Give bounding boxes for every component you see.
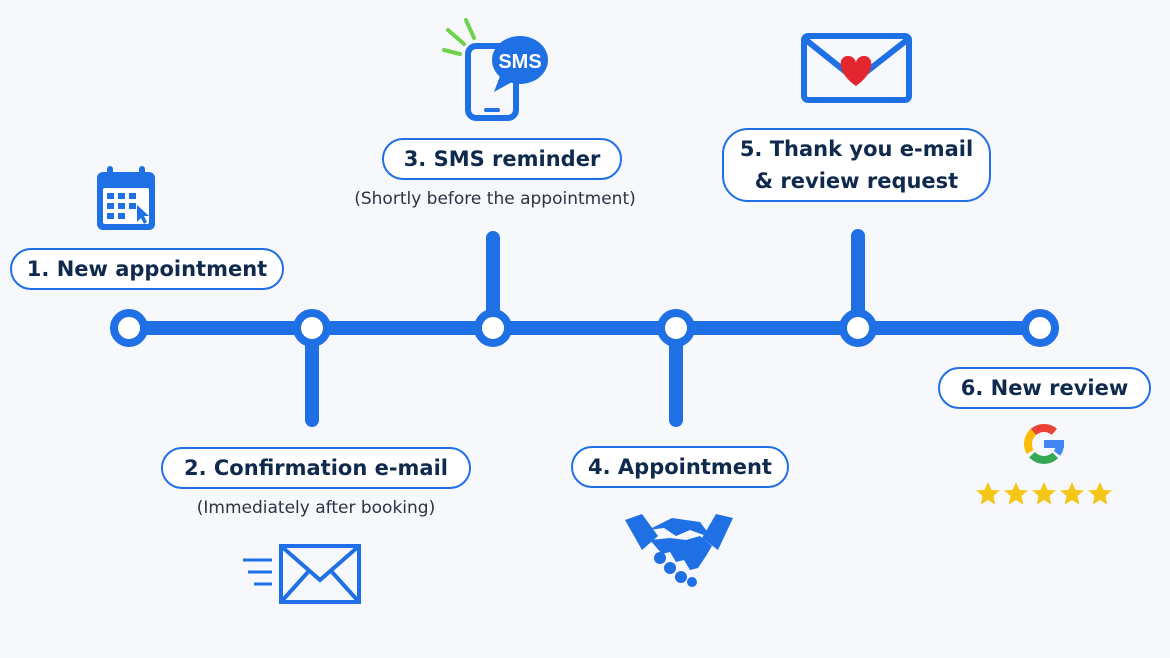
heart-envelope-icon xyxy=(801,33,912,103)
node-step-4 xyxy=(657,309,695,347)
step-5-text-line1: 5. Thank you e-mail xyxy=(739,137,974,161)
star-icon xyxy=(1060,482,1084,505)
step-2-text: 2. Confirmation e-mail xyxy=(184,456,448,480)
five-star-rating-icon xyxy=(976,482,1112,505)
star-icon xyxy=(976,482,1000,505)
node-step-5 xyxy=(839,309,877,347)
node-step-6 xyxy=(1021,309,1059,347)
sms-phone-icon: SMS xyxy=(442,18,548,121)
step-3-note: (Shortly before the appointment) xyxy=(354,189,636,209)
sms-icon-text: SMS xyxy=(498,51,541,73)
star-icon xyxy=(1088,482,1112,505)
step-3-label: 3. SMS reminder xyxy=(382,138,622,180)
step-2-note: (Immediately after booking) xyxy=(196,498,436,518)
step-3-text: 3. SMS reminder xyxy=(403,147,601,171)
node-step-2 xyxy=(293,309,331,347)
node-step-1 xyxy=(110,309,148,347)
step-2-label: 2. Confirmation e-mail xyxy=(161,447,471,489)
handshake-icon xyxy=(625,514,733,587)
star-icon xyxy=(1004,482,1028,505)
step-1-label: 1. New appointment xyxy=(10,248,284,290)
star-icon xyxy=(1032,482,1056,505)
calendar-icon xyxy=(97,166,155,230)
step-5-label: 5. Thank you e-mail & review request xyxy=(722,128,991,202)
node-step-3 xyxy=(474,309,512,347)
step-4-label: 4. Appointment xyxy=(571,446,789,488)
step-4-text: 4. Appointment xyxy=(588,455,772,479)
step-6-label: 6. New review xyxy=(938,367,1151,409)
step-5-text-line2: & review request xyxy=(754,169,959,193)
step-1-text: 1. New appointment xyxy=(26,257,268,281)
email-send-icon xyxy=(243,544,361,604)
google-logo-icon xyxy=(1023,423,1064,464)
step-6-text: 6. New review xyxy=(960,376,1129,400)
